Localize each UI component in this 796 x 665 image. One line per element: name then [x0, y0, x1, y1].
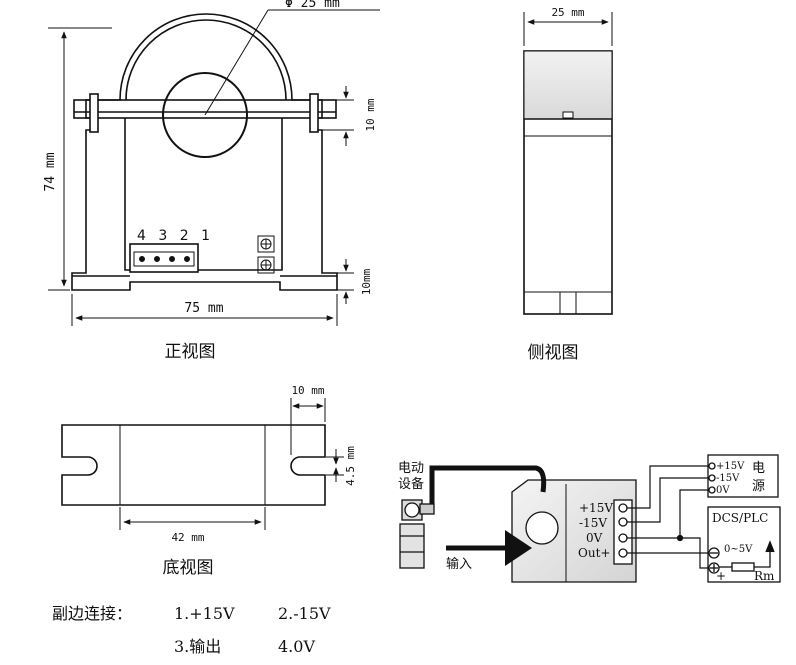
notes-prefix: 副边连接：: [52, 604, 132, 623]
bottom-slot-offset-label: 10 mm: [291, 384, 324, 397]
front-body-outline: [71, 13, 338, 291]
dcs-resistor-label: Rm: [754, 569, 775, 583]
front-bolt-left: [89, 93, 99, 133]
dcs-plus-label: +: [716, 569, 726, 583]
note-item-2: 2.-15V: [278, 604, 331, 623]
dcs-range-label: 0~5V: [724, 544, 753, 555]
front-clamp-bar: [73, 99, 337, 119]
front-base-dim-label: 10mm: [360, 268, 373, 295]
bottom-center-dim-label: 42 mm: [171, 531, 204, 544]
wiring-diagram: [399, 454, 781, 583]
electric-equipment-icon: [399, 499, 435, 569]
side-view-caption: 侧视图: [528, 343, 579, 363]
equipment-label-line2: 设备: [398, 476, 424, 492]
sensor-terminal-block: [613, 499, 633, 565]
bottom-view: [61, 398, 344, 530]
front-height-dim-label: 74 mm: [43, 152, 58, 191]
sensor-box: [511, 479, 637, 583]
front-clamp-dim-label: 10 mm: [364, 98, 377, 131]
side-bottom-notch: [559, 291, 577, 315]
front-view: [48, 9, 380, 326]
note-item-1: 1.+15V: [174, 604, 235, 623]
note-item-3: 3.输出: [174, 637, 221, 656]
terminal-label-2: -15V: [579, 516, 607, 530]
equipment-label-line1: 电动: [398, 461, 424, 476]
psu-terminal-3: 0V: [716, 485, 730, 496]
front-width-dim-label: 75 mm: [184, 301, 223, 316]
front-bolt-right: [309, 93, 319, 133]
terminal-label-4: Out+: [578, 546, 610, 560]
psu-terminal-2: -15V: [716, 473, 740, 484]
side-view: [523, 12, 613, 315]
power-supply-box: [707, 454, 779, 498]
psu-label-line2: 源: [752, 479, 765, 494]
input-label: 输入: [446, 556, 472, 572]
primary-cable: [429, 465, 547, 506]
dcs-plc-box: [707, 506, 781, 583]
front-screw-1: [257, 235, 275, 253]
dcs-label: DCS/PLC: [712, 511, 768, 525]
note-item-4: 4.0V: [278, 637, 315, 656]
bottom-view-caption: 底视图: [163, 558, 214, 578]
bottom-slot-width-label: 4.5 mm: [344, 446, 357, 486]
front-arc-inner: [125, 19, 287, 101]
front-screw-2: [257, 256, 275, 274]
terminal-label-1: +15V: [579, 501, 613, 515]
psu-terminal-1: +15V: [716, 461, 745, 472]
front-hole-leader: [204, 9, 269, 116]
terminal-label-3: 0V: [586, 531, 603, 545]
connector-pin-numbers: 4 3 2 1: [137, 228, 214, 244]
side-width-dim-label: 25 mm: [551, 6, 584, 19]
front-window: [124, 118, 283, 271]
side-top-cap: [523, 50, 613, 120]
front-view-caption: 正视图: [165, 342, 216, 362]
front-hole: [162, 72, 248, 158]
psu-label-line1: 电: [752, 461, 765, 476]
front-hole-dim-label: Φ 25 mm: [285, 0, 340, 11]
bottom-plate: [61, 424, 326, 506]
